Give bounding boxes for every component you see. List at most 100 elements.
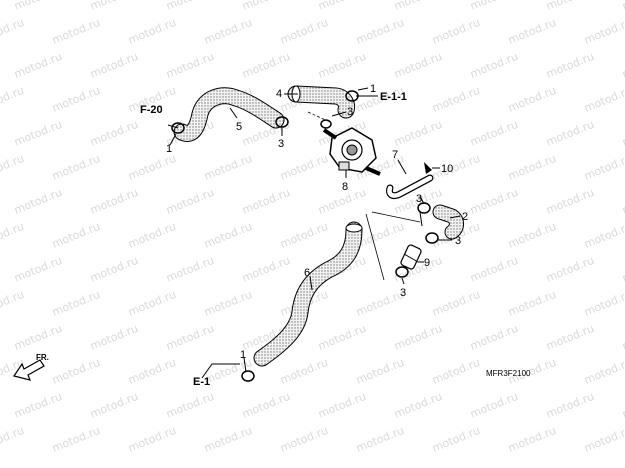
watermark-text: motod.ru bbox=[582, 152, 625, 183]
part-number-1b: 1 bbox=[370, 83, 376, 95]
watermark-text: motod.ru bbox=[316, 50, 368, 81]
air-valve-8 bbox=[322, 127, 381, 176]
watermark-text: motod.ru bbox=[88, 390, 140, 421]
part-number-3a: 3 bbox=[278, 138, 284, 150]
watermark-text: motod.ru bbox=[392, 390, 444, 421]
watermark-text: motod.ru bbox=[50, 16, 102, 47]
watermark-text: motod.ru bbox=[468, 254, 520, 285]
watermark-text: motod.ru bbox=[126, 288, 178, 319]
watermark-text: motod.ru bbox=[88, 118, 140, 149]
watermark-text: motod.ru bbox=[582, 220, 625, 251]
part-number-3e: 3 bbox=[400, 287, 406, 299]
watermark-text: motod.ru bbox=[202, 16, 254, 47]
watermark-text: motod.ru bbox=[50, 424, 102, 455]
watermark-text: motod.ru bbox=[202, 152, 254, 183]
watermark-text: motod.ru bbox=[582, 356, 625, 387]
watermark-text: motod.ru bbox=[202, 424, 254, 455]
watermark-text: motod.ru bbox=[468, 186, 520, 217]
part-number-8: 8 bbox=[342, 181, 348, 193]
watermark-text: motod.ru bbox=[240, 50, 292, 81]
watermark-text: motod.ru bbox=[202, 220, 254, 251]
watermark-text: motod.ru bbox=[316, 0, 368, 13]
watermark-text: motod.ru bbox=[12, 0, 64, 13]
watermark-text: motod.ru bbox=[240, 186, 292, 217]
watermark-text: motod.ru bbox=[544, 50, 596, 81]
watermark-text: motod.ru bbox=[544, 254, 596, 285]
watermark-text: motod.ru bbox=[506, 152, 558, 183]
watermark-text: motod.ru bbox=[544, 390, 596, 421]
watermark-text: motod.ru bbox=[506, 424, 558, 455]
watermark-text: motod.ru bbox=[354, 356, 406, 387]
clip-10 bbox=[424, 162, 432, 174]
watermark-text: motod.ru bbox=[202, 288, 254, 319]
watermark-text: motod.ru bbox=[620, 254, 625, 285]
joint-9 bbox=[400, 244, 422, 270]
watermark-text: motod.ru bbox=[430, 152, 482, 183]
watermark-text: motod.ru bbox=[12, 322, 64, 353]
watermark-text: motod.ru bbox=[392, 0, 444, 13]
watermark-text: motod.ru bbox=[468, 50, 520, 81]
watermark-text: motod.ru bbox=[468, 390, 520, 421]
watermark-text: motod.ru bbox=[544, 322, 596, 353]
watermark-text: motod.ru bbox=[278, 16, 330, 47]
part-number-3d: 3 bbox=[455, 235, 461, 247]
watermark-text: motod.ru bbox=[620, 50, 625, 81]
watermark-text: motod.ru bbox=[0, 288, 26, 319]
watermark-text: motod.ru bbox=[240, 0, 292, 13]
clamp-3b bbox=[320, 119, 332, 129]
watermark-text: motod.ru bbox=[164, 322, 216, 353]
watermark-text: motod.ru bbox=[126, 424, 178, 455]
watermark-text: motod.ru bbox=[582, 288, 625, 319]
watermark-text: motod.ru bbox=[354, 16, 406, 47]
watermark-text: motod.ru bbox=[582, 16, 625, 47]
watermark-text: motod.ru bbox=[620, 390, 625, 421]
part-number-4: 4 bbox=[276, 88, 282, 100]
watermark-text: motod.ru bbox=[0, 152, 26, 183]
watermark-text: motod.ru bbox=[582, 84, 625, 115]
watermark-text: motod.ru bbox=[278, 424, 330, 455]
watermark-text: motod.ru bbox=[468, 322, 520, 353]
watermark-text: motod.ru bbox=[392, 322, 444, 353]
watermark-text: motod.ru bbox=[620, 0, 625, 13]
watermark-text: motod.ru bbox=[126, 152, 178, 183]
watermark-text: motod.ru bbox=[0, 16, 26, 47]
part-number-5: 5 bbox=[236, 121, 242, 133]
watermark-text: motod.ru bbox=[88, 50, 140, 81]
part-number-3b: 3 bbox=[347, 106, 353, 118]
part-number-10: 10 bbox=[441, 163, 453, 175]
part-number-1c: 1 bbox=[240, 349, 246, 361]
watermark-text: motod.ru bbox=[354, 424, 406, 455]
watermark-text: motod.ru bbox=[544, 118, 596, 149]
hose-2 bbox=[432, 204, 464, 240]
watermark-text: motod.ru bbox=[430, 356, 482, 387]
watermark-text: motod.ru bbox=[0, 424, 26, 455]
watermark-text: motod.ru bbox=[164, 50, 216, 81]
part-number-2: 2 bbox=[462, 211, 468, 223]
watermark-text: motod.ru bbox=[164, 254, 216, 285]
watermark-text: motod.ru bbox=[0, 84, 26, 115]
watermark-text: motod.ru bbox=[88, 0, 140, 13]
watermark-text: motod.ru bbox=[12, 118, 64, 149]
watermark-text: motod.ru bbox=[164, 186, 216, 217]
watermark-text: motod.ru bbox=[12, 254, 64, 285]
front-direction-indicator: FR. bbox=[13, 353, 49, 381]
watermark-text: motod.ru bbox=[620, 118, 625, 149]
watermark-text: motod.ru bbox=[240, 254, 292, 285]
hose-6 bbox=[253, 221, 363, 367]
watermark-text: motod.ru bbox=[506, 84, 558, 115]
ref-f20[interactable]: F-20 bbox=[140, 104, 163, 116]
ref-e1[interactable]: E-1 bbox=[193, 376, 210, 388]
watermark-text: motod.ru bbox=[88, 254, 140, 285]
watermark-text: motod.ru bbox=[278, 152, 330, 183]
watermark-text: motod.ru bbox=[126, 356, 178, 387]
clamp-3e bbox=[395, 266, 409, 278]
part-number-3c: 3 bbox=[416, 193, 422, 205]
watermark-text: motod.ru bbox=[50, 220, 102, 251]
leader-lines bbox=[167, 87, 461, 379]
part-number-9: 9 bbox=[424, 257, 430, 269]
watermark-text: motod.ru bbox=[430, 424, 482, 455]
ref-e11[interactable]: E-1-1 bbox=[380, 91, 407, 103]
